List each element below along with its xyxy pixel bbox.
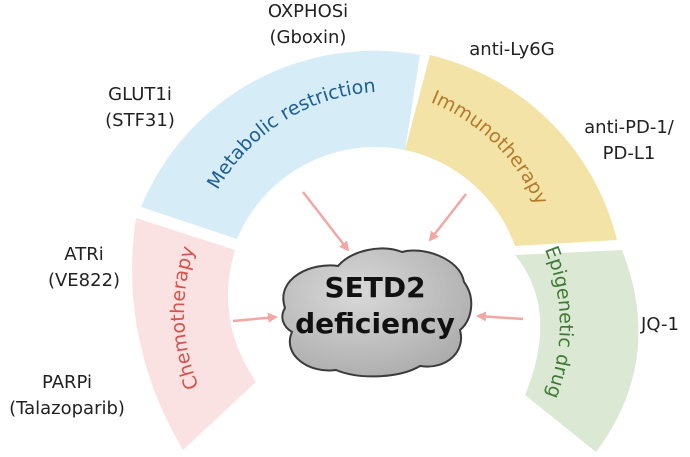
treatment-glut1-line1: GLUT1i — [108, 84, 172, 105]
center-title-line1: SETD2 — [324, 271, 425, 304]
treatment-glut1-line2: (STF31) — [105, 110, 175, 131]
treatment-pd1-line1: anti-PD-1/ — [584, 117, 675, 138]
treatment-parp-line1: PARPi — [42, 372, 92, 393]
treatment-atr-line2: (VE822) — [48, 270, 120, 291]
segment-chemotherapy — [132, 218, 256, 450]
treatment-pd1-line2: PD-L1 — [603, 143, 656, 164]
treatment-jq1: JQ-1 — [640, 314, 679, 335]
segment-immunotherapy — [405, 55, 617, 246]
treatment-parp-line2: (Talazoparib) — [9, 398, 125, 419]
arrow-from-immunotherapy — [428, 193, 467, 242]
segment-epigenetic-drug — [515, 250, 639, 452]
center-blob — [281, 247, 473, 378]
arrow-from-epigenetic — [476, 311, 524, 322]
treatment-atr-line1: ATRi — [64, 244, 103, 265]
arrow-from-chemotherapy — [232, 312, 278, 323]
treatment-oxphos-line1: OXPHOSi — [268, 1, 348, 22]
treatment-oxphos-line2: (Gboxin) — [270, 27, 347, 48]
center-title-line2: deficiency — [295, 307, 455, 340]
segment-metabolic-restriction — [141, 50, 420, 239]
arrow-from-metabolic — [302, 191, 350, 252]
treatment-ly6g: anti-Ly6G — [469, 39, 554, 60]
